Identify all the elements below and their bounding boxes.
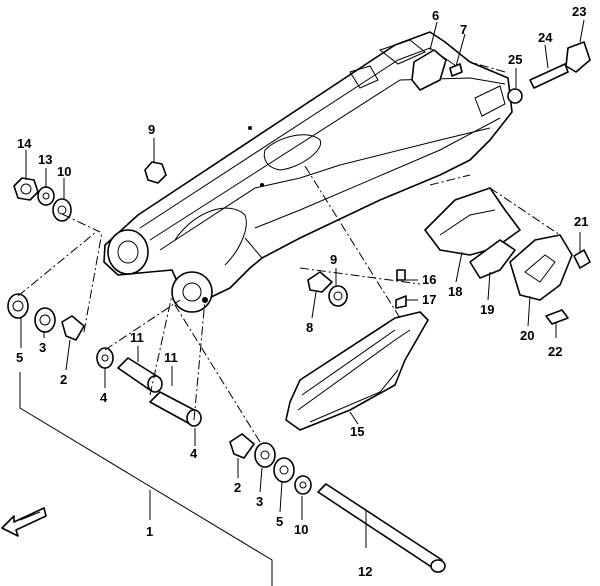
callout-2: 2 [60,372,67,387]
callout-14: 14 [17,136,32,151]
assembly-lines [17,61,561,443]
callout-3: 3 [39,340,46,355]
callout-6: 6 [432,8,439,23]
callout-labels: 1 2 2 3 3 4 4 5 5 6 7 8 9 9 10 10 11 11 … [16,4,588,579]
callout-1: 1 [146,524,153,539]
callout-8: 8 [306,320,313,335]
callout-11: 11 [164,350,178,365]
callout-2: 2 [234,480,241,495]
hardware-parts [7,41,591,495]
callout-3: 3 [256,494,263,509]
callout-11: 11 [130,330,144,345]
callout-7: 7 [460,22,467,37]
callout-16: 16 [422,272,436,287]
callout-12: 12 [358,564,372,579]
leader-lines [19,19,585,586]
callout-25: 25 [508,52,522,67]
callout-18: 18 [448,284,462,299]
callout-10: 10 [57,164,71,179]
callout-19: 19 [480,302,494,317]
callout-4: 4 [100,390,108,405]
callout-13: 13 [38,152,52,167]
callout-5: 5 [16,350,23,365]
callout-22: 22 [548,344,562,359]
callout-24: 24 [538,30,553,45]
callout-5: 5 [276,514,283,529]
chain-buffer [424,187,573,301]
callout-15: 15 [350,424,364,439]
callout-21: 21 [574,214,588,229]
swing-arm [103,31,513,313]
callout-23: 23 [572,4,586,19]
callout-10: 10 [294,522,308,537]
pivot-shaft [317,483,446,573]
front-direction-arrow-icon [1,507,47,537]
callout-17: 17 [422,292,436,307]
chain-guide [285,311,429,431]
callout-9: 9 [148,122,155,137]
callout-4: 4 [190,446,198,461]
callout-20: 20 [520,328,534,343]
callout-9: 9 [330,252,337,267]
